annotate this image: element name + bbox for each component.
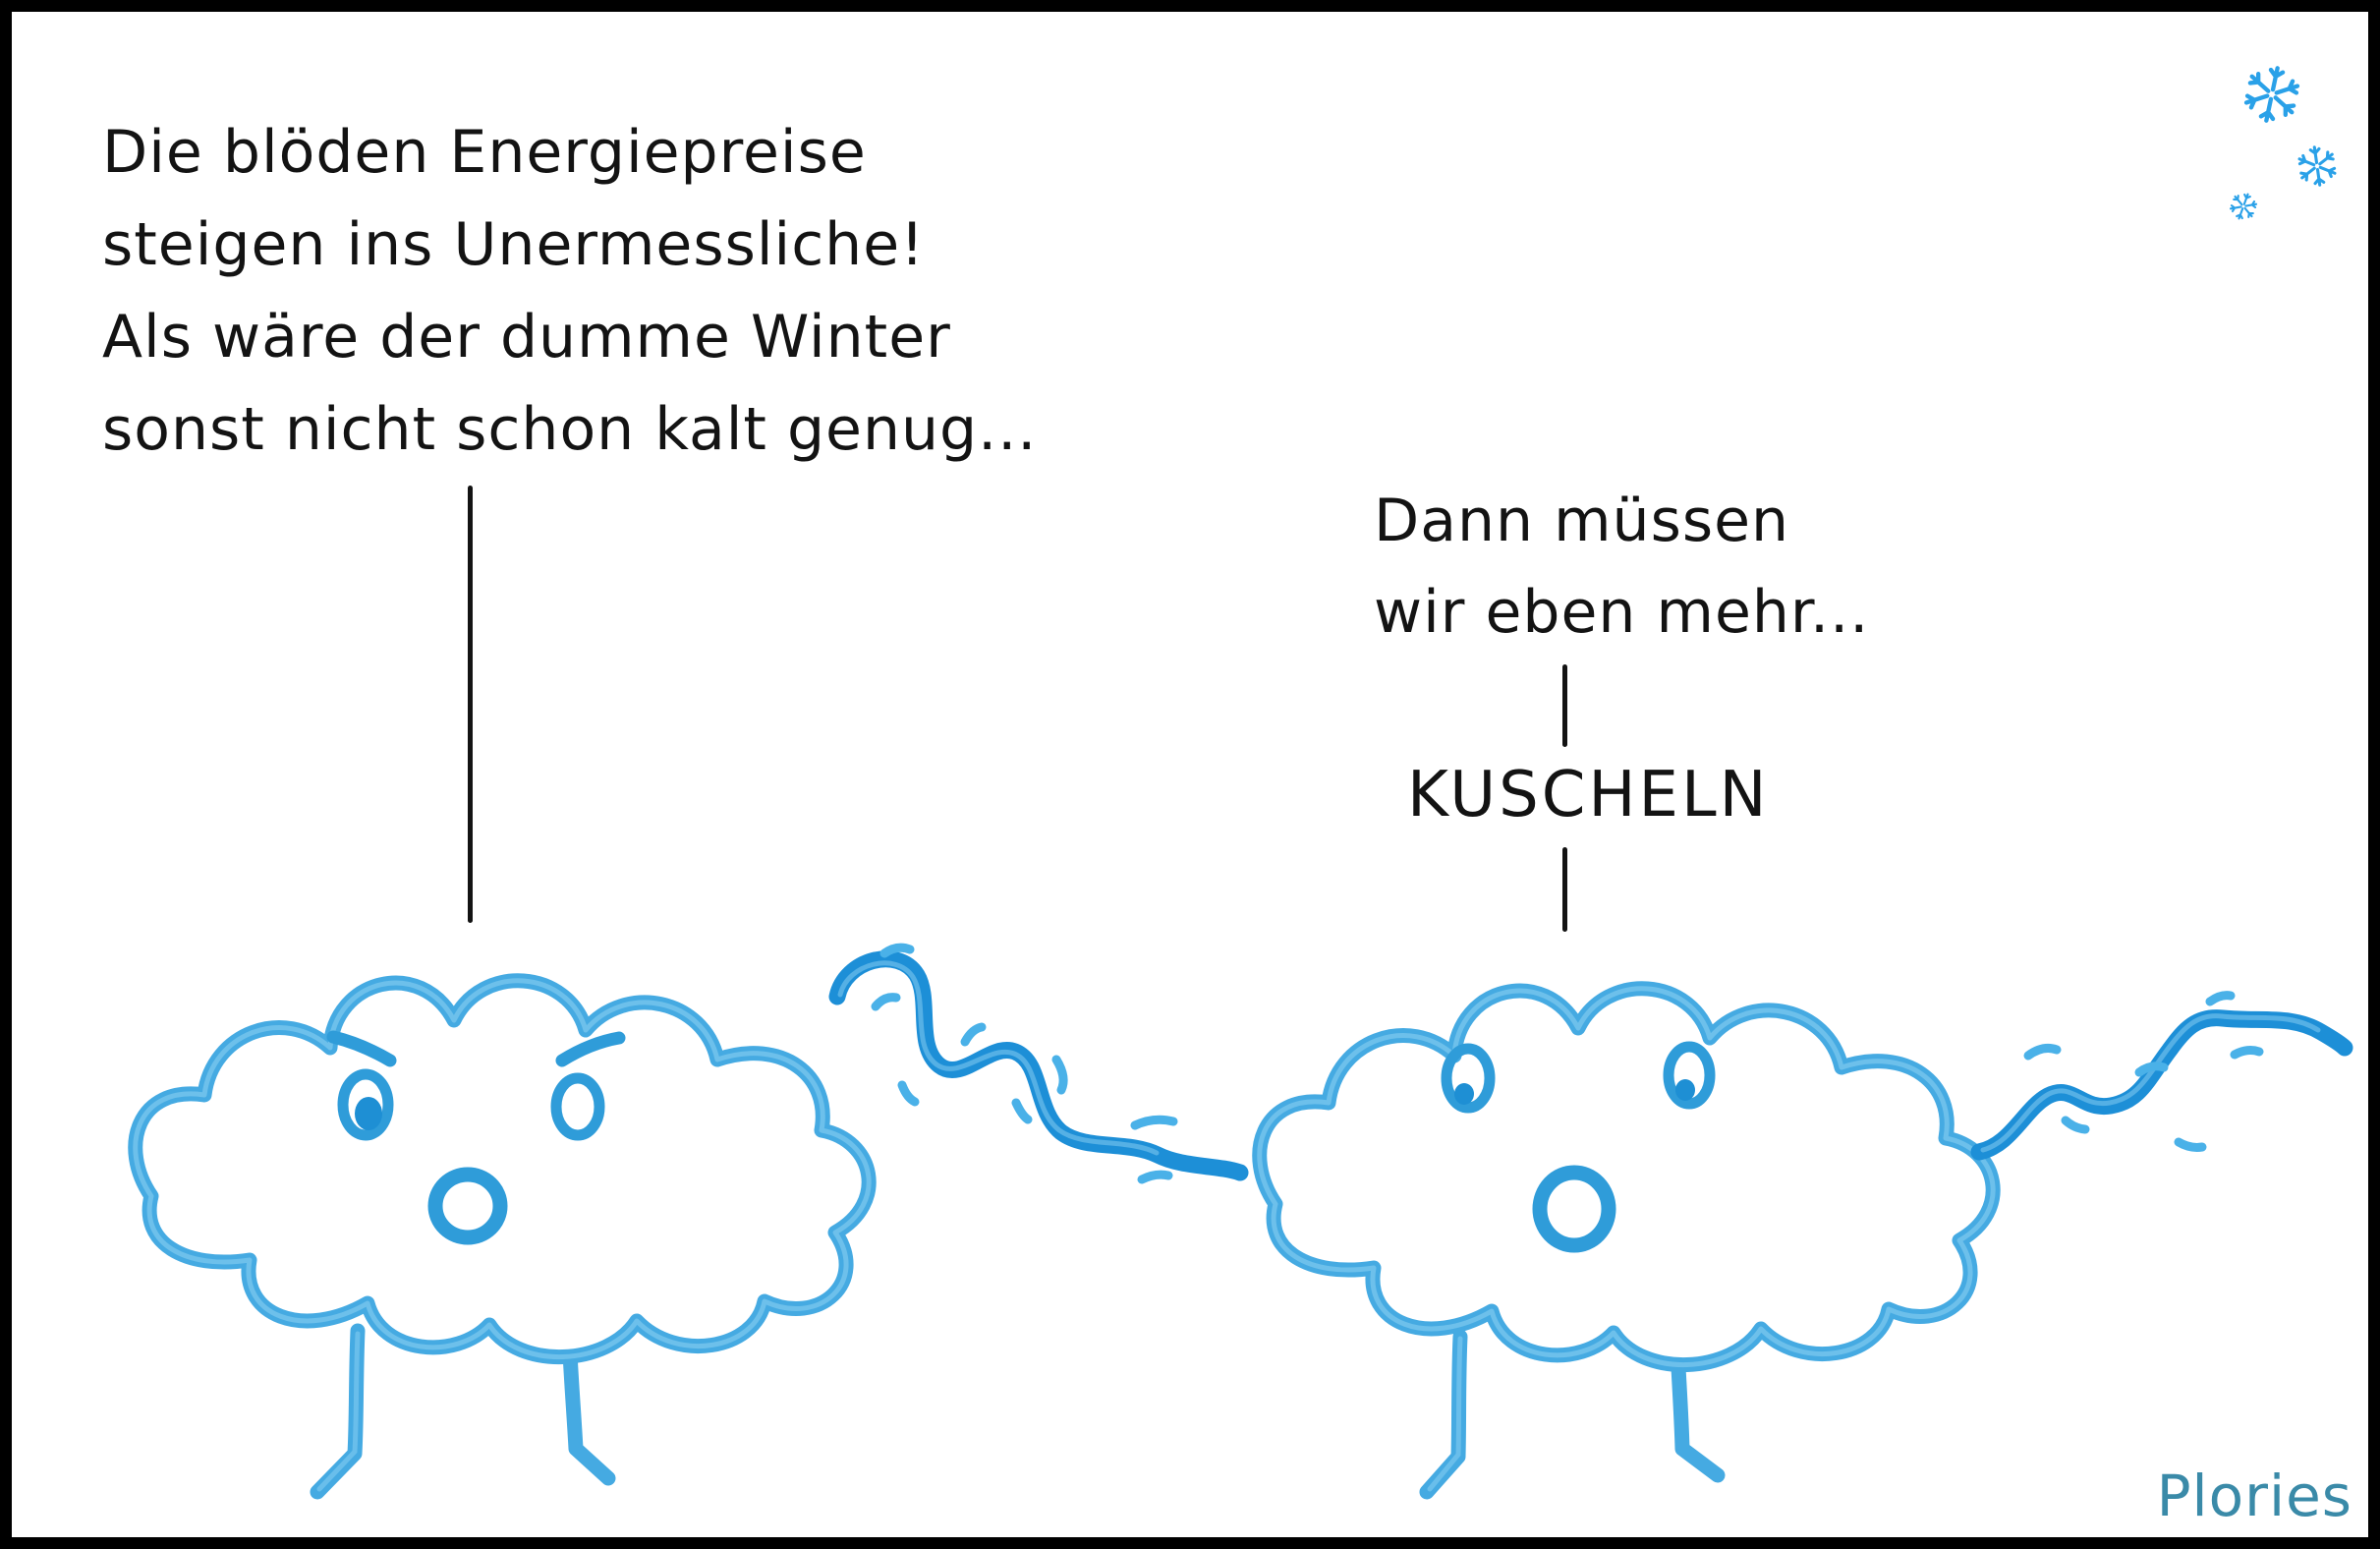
speech-line: steigen ins Unermessliche! <box>102 210 926 279</box>
speech-emphasis-word: KUSCHELN <box>1407 759 1770 832</box>
right-cloud-leg-left <box>1419 1329 1468 1500</box>
speech-text-left-cloud: Die blöden Energiepreise steigen ins Une… <box>102 106 1037 476</box>
left-eye <box>337 1068 394 1141</box>
snowflake-icon <box>2240 63 2303 126</box>
wind-tick <box>960 1022 987 1047</box>
cartoon-scene <box>12 12 2353 1500</box>
right-eye <box>1663 1041 1716 1110</box>
speech-pointer-line-right-lower <box>1562 847 1567 932</box>
wind-tick <box>2023 1044 2062 1061</box>
speech-pointer-line-right-upper <box>1562 664 1567 747</box>
left-eye <box>1441 1043 1496 1114</box>
speech-line: Als wäre der dumme Winter <box>102 303 951 372</box>
wind-tick <box>1130 1115 1178 1130</box>
snowflakes-group <box>2226 63 2341 224</box>
wind-tick <box>2061 1116 2090 1134</box>
left-cloud-face <box>326 1030 626 1245</box>
wind-tick <box>1011 1098 1033 1124</box>
speech-line: sonst nicht schon kalt genug... <box>102 395 1038 464</box>
right-cloud-character <box>1260 989 1993 1500</box>
wind-squiggle-right <box>1970 991 2353 1161</box>
wind-tick <box>2134 1061 2169 1077</box>
speech-line: wir eben mehr... <box>1374 578 1870 647</box>
wind-tick <box>879 943 915 958</box>
right-cloud-body <box>1260 989 1993 1365</box>
speech-line: Die blöden Energiepreise <box>102 118 867 187</box>
left-eye-pupil <box>355 1097 382 1130</box>
left-eye-pupil <box>1454 1083 1474 1105</box>
left-cloud-leg-left <box>310 1323 366 1500</box>
artist-signature: Plories <box>2156 1463 2352 1529</box>
wind-tick <box>1051 1055 1068 1095</box>
right-eye <box>550 1072 605 1141</box>
wind-tick <box>897 1080 920 1107</box>
speech-line: Dann müssen <box>1374 487 1790 555</box>
open-mouth <box>1532 1165 1616 1253</box>
right-cloud-face <box>1441 1041 1716 1253</box>
wind-squiggle-middle <box>828 943 1249 1184</box>
wind-tick <box>2205 991 2236 1006</box>
left-cloud-body <box>136 981 869 1357</box>
wind-tick <box>2230 1046 2264 1060</box>
wind-tick <box>1137 1170 1173 1184</box>
speech-text-right-cloud: Dann müssen wir eben mehr... <box>1374 476 1869 659</box>
angry-eyebrow-right <box>555 1031 626 1067</box>
right-eye-pupil <box>1675 1079 1695 1101</box>
speech-pointer-line-left <box>468 486 473 923</box>
wind-tick <box>2174 1137 2207 1152</box>
wind-tick <box>871 993 901 1011</box>
open-mouth <box>427 1167 508 1245</box>
angry-eyebrow-left <box>326 1030 397 1067</box>
snowflake-icon <box>2226 189 2261 224</box>
snowflake-icon <box>2294 143 2341 190</box>
left-cloud-character <box>136 981 869 1500</box>
